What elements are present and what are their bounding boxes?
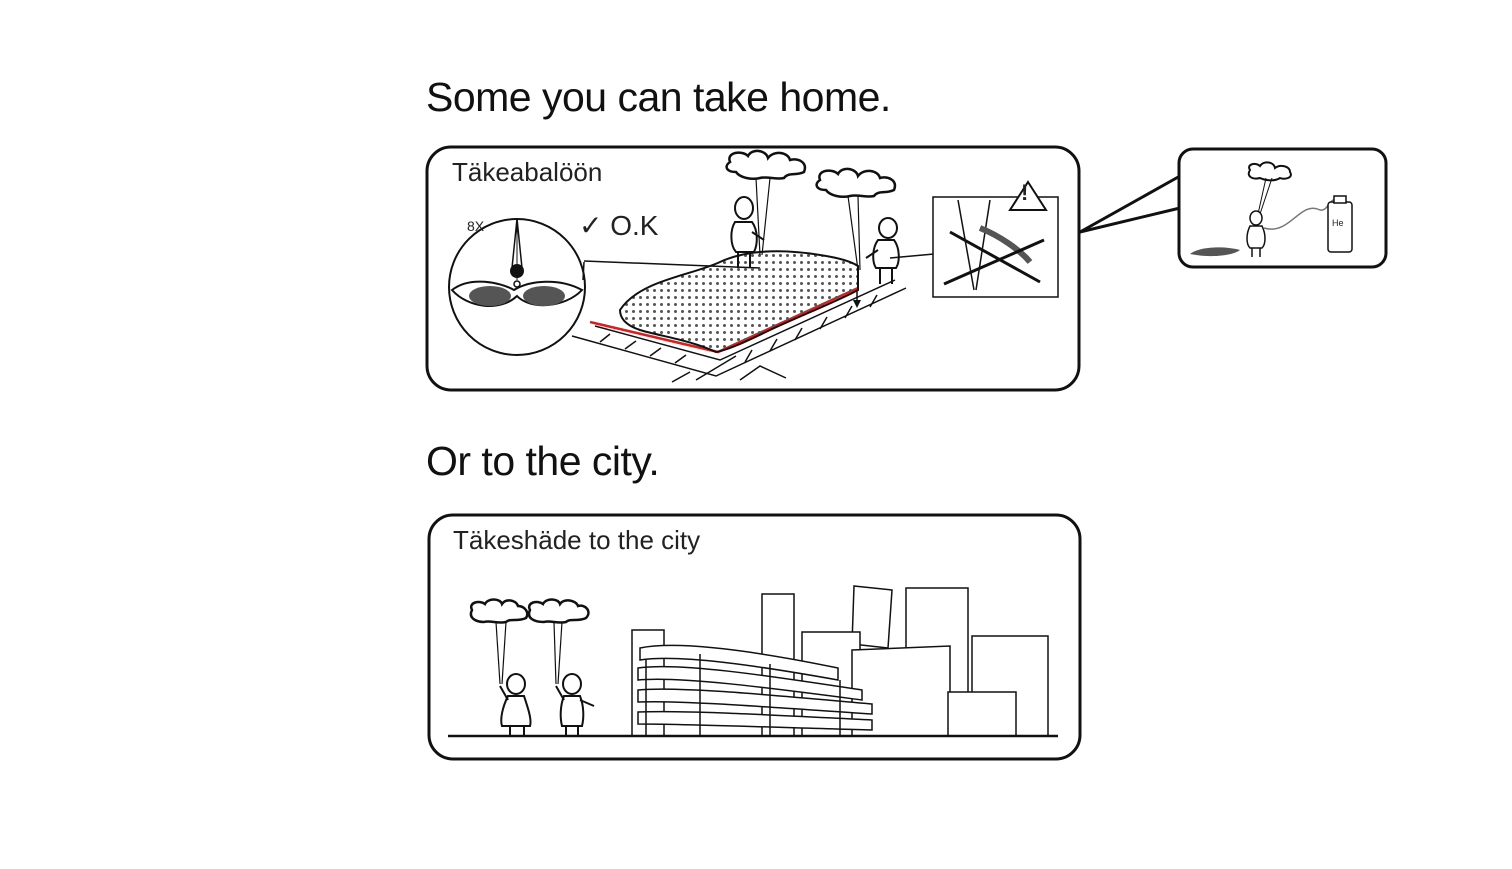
helium-person — [1246, 177, 1273, 257]
warning-symbol: ! — [1021, 180, 1029, 205]
panel-label-city: Täkeshäde to the city — [453, 525, 701, 555]
helium-tank-label: He — [1332, 218, 1344, 228]
magnification-label: 8X — [467, 218, 485, 234]
panel-city — [427, 513, 1082, 761]
panel-take-balloon — [425, 145, 1081, 392]
shadow-puddle — [1190, 247, 1240, 257]
city-skyline — [631, 585, 1049, 737]
magnifier-detail — [448, 218, 761, 356]
balloon-strings — [755, 177, 861, 271]
helium-tank — [1327, 195, 1353, 253]
warning-box — [932, 180, 1059, 298]
balloon-sheet — [618, 250, 859, 354]
cloud-balloon-1 — [725, 149, 807, 180]
heading-take-home: Some you can take home. — [426, 74, 891, 120]
person-beside-sheet — [865, 217, 900, 284]
callout-to-warning — [889, 253, 935, 259]
callout-tail — [1079, 174, 1181, 234]
person-city-left — [499, 673, 532, 736]
ok-label: ✓ O.K — [579, 210, 659, 241]
cloud-balloon-small — [1247, 161, 1292, 182]
panel-label-take-balloon: Täkeabalöön — [452, 157, 603, 187]
person-city-right — [555, 673, 595, 736]
city-balloon-strings — [495, 621, 563, 685]
person-on-sheet — [730, 196, 765, 268]
cloud-balloon-2 — [815, 167, 897, 198]
down-arrow-head — [853, 300, 861, 308]
heading-to-city: Or to the city. — [426, 438, 660, 484]
warning-triangle-icon — [1008, 180, 1048, 211]
street-grid — [571, 279, 907, 383]
cloud-balloon-4 — [527, 598, 590, 624]
cloud-balloon-3 — [469, 598, 529, 624]
